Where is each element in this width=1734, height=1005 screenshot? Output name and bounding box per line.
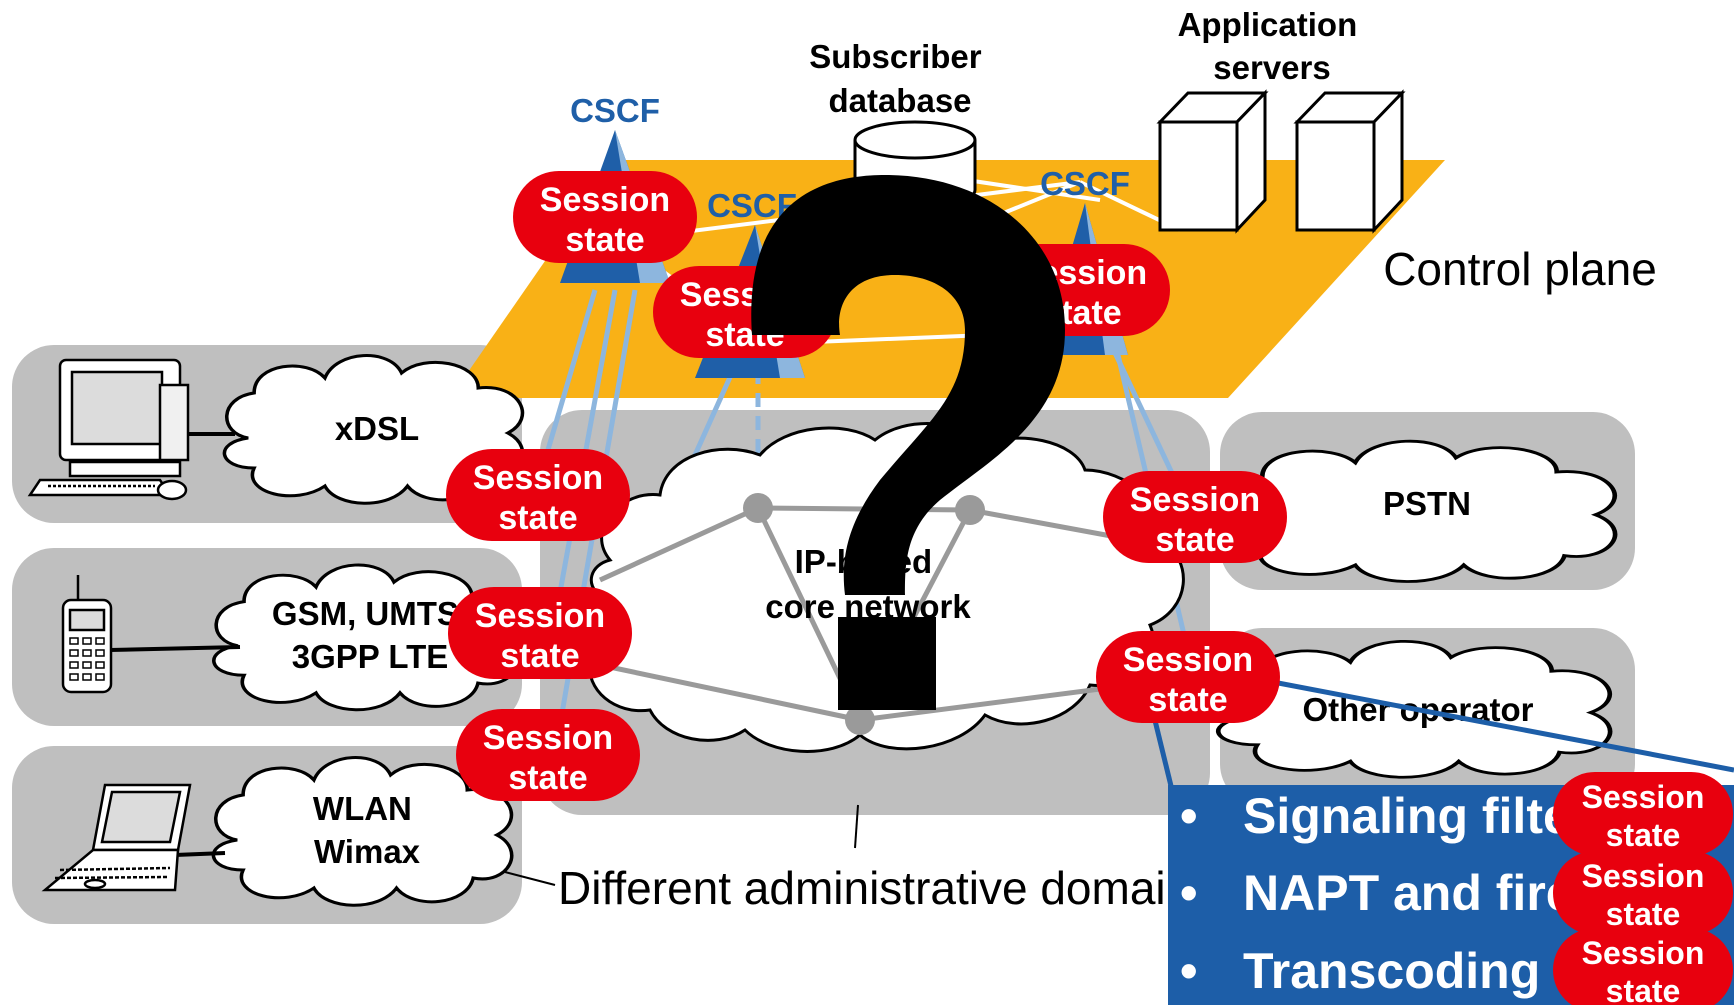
question-mark-overlay [751,175,1065,710]
mobile-phone-icon [61,575,113,694]
peer-label-pstn: PSTN [1383,485,1471,522]
session-state-pill [1553,928,1733,1005]
laptop-icon [41,783,192,892]
session-state-pill [1553,772,1733,856]
device-links [109,432,241,857]
callout-item-3: Transcoding [1243,943,1540,999]
app-servers-label: Application servers [1178,6,1367,86]
domain-pointer-line [854,804,859,849]
server-icon-1 [1156,89,1269,234]
session-state-pill [1096,631,1280,723]
cscf-label-1: CSCF [570,92,660,129]
session-state-pill [456,709,640,801]
diagram-labels: CSCF CSCF CSCF Subscriber database Appli… [272,6,1657,914]
callout-bullet-1: • [1180,788,1198,844]
session-state-pill [446,449,630,541]
access-label-xdsl: xDSL [335,410,419,447]
question-mark-hook [751,175,1065,595]
session-state-pill [1103,471,1287,563]
domain-pointer-line-2 [504,871,556,886]
access-label-wlan: WLAN Wimax [313,790,421,870]
server-icon-2 [1293,89,1406,234]
access-label-mobile: GSM, UMTS 3GPP LTE [272,595,468,675]
session-state-pill [448,587,632,679]
callout-bullet-3: • [1180,943,1198,999]
control-plane-label: Control plane [1383,243,1657,295]
session-state-pill [513,171,697,263]
question-mark-stem [838,617,936,710]
core-nodes [743,493,985,735]
session-state-pill [1553,851,1733,935]
cscf-label-3: CSCF [1040,165,1130,202]
subscriber-db-label: Subscriber database [809,38,991,119]
admin-domains-label: Different administrative domains [558,862,1214,914]
callout-bullet-2: • [1180,865,1198,921]
desktop-computer-icon [27,358,190,501]
